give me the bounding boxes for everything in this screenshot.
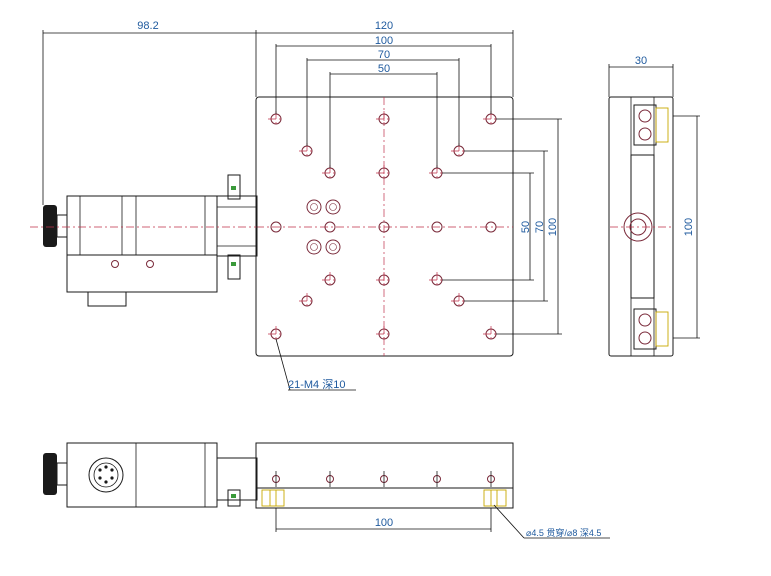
handwheel — [43, 205, 57, 247]
dim-hole-pitch-50: 50 — [378, 63, 390, 75]
stage-front — [255, 442, 514, 489]
dim-vertical-70: 70 — [534, 221, 546, 233]
cap-screw — [306, 199, 322, 215]
mounting-hole — [324, 221, 336, 233]
dim-hole-pitch-100: 100 — [375, 35, 393, 47]
side-view: 30 100 — [608, 55, 700, 357]
mounting-hole — [322, 272, 338, 288]
handwheel-front — [43, 453, 57, 495]
mounting-hole — [299, 293, 315, 309]
top-view: 98.2 120 100 70 50 50 70 100 21-M4 深10 — [42, 20, 562, 391]
mounting-hole — [485, 221, 497, 233]
note-tapped-holes: 21-M4 深10 — [288, 378, 345, 391]
front-view: 100 ⌀4.5 贯穿/⌀8 深4.5 — [43, 442, 610, 539]
mounting-hole — [376, 272, 392, 288]
connector-icon — [88, 457, 124, 493]
cap-screw — [325, 239, 341, 255]
mounting-hole — [376, 326, 392, 342]
cap-screw — [306, 239, 322, 255]
mounting-hole — [270, 221, 282, 233]
dim-plate-width: 120 — [375, 20, 393, 32]
note-counterbore: ⌀4.5 贯穿/⌀8 深4.5 — [526, 527, 601, 538]
dim-bottom-pitch: 100 — [375, 517, 393, 529]
cap-screw — [325, 199, 341, 215]
stage-plate — [255, 96, 514, 357]
dim-overall-motor: 98.2 — [137, 20, 158, 32]
motor-assembly-top — [30, 174, 258, 307]
mounting-hole — [376, 111, 392, 127]
dim-hole-pitch-70: 70 — [378, 49, 390, 61]
dim-vertical-100: 100 — [547, 218, 559, 236]
dim-vertical-50: 50 — [520, 221, 532, 233]
dim-side-width: 30 — [635, 55, 647, 67]
mounting-hole — [378, 221, 390, 233]
hole-pattern — [268, 111, 499, 342]
mounting-hole — [431, 221, 443, 233]
mounting-hole — [376, 165, 392, 181]
dim-side-height: 100 — [683, 218, 695, 236]
